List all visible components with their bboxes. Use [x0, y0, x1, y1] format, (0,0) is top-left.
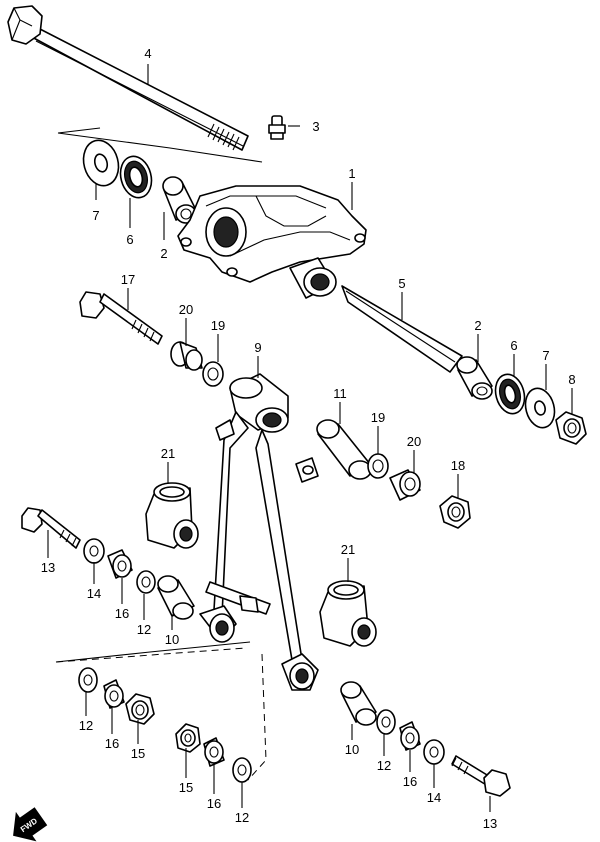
part-20-collar-top[interactable] — [170, 341, 203, 371]
part-12-washer-bottom-mid[interactable] — [232, 757, 252, 783]
part-2-bushing-right[interactable] — [456, 356, 493, 400]
callout-20-mid: 20 — [407, 434, 421, 449]
part-19-washer-top[interactable] — [202, 361, 224, 387]
part-5-spacer-tube[interactable] — [341, 285, 463, 373]
part-4-long-bolt[interactable] — [7, 5, 249, 151]
callout-14-bottom-right: 14 — [427, 790, 441, 805]
callout-labels: 4 3 1 7 6 2 5 17 20 19 2 6 7 8 9 11 19 2… — [41, 46, 576, 831]
part-9-cushion-rod[interactable] — [199, 373, 319, 691]
part-13-bolt-right[interactable] — [451, 755, 511, 797]
part-12-washer-bottom-right[interactable] — [376, 709, 396, 735]
part-15-nut-bottom-mid[interactable] — [175, 723, 201, 753]
callout-16-left: 16 — [115, 606, 129, 621]
callout-6-upper: 6 — [126, 232, 133, 247]
callout-15-bottom-left: 15 — [131, 746, 145, 761]
part-7-washer-right[interactable] — [521, 385, 558, 431]
callout-2-upper: 2 — [160, 246, 167, 261]
callout-16-bottom-right: 16 — [403, 774, 417, 789]
callout-14-left: 14 — [87, 586, 101, 601]
callout-8: 8 — [568, 372, 575, 387]
part-1-cushion-lever[interactable] — [177, 185, 367, 299]
part-8-nut-right[interactable] — [555, 411, 587, 445]
callout-20-upper: 20 — [179, 302, 193, 317]
callout-21-left: 21 — [161, 446, 175, 461]
part-16-collar-bottom-left[interactable] — [103, 679, 125, 709]
callout-11: 11 — [333, 386, 347, 401]
callout-12-bottom-left: 12 — [79, 718, 93, 733]
callout-19-upper: 19 — [211, 318, 225, 333]
callout-13-left: 13 — [41, 560, 55, 575]
part-6-seal-left[interactable] — [116, 153, 156, 201]
part-6-seal-right[interactable] — [491, 371, 528, 417]
callout-21-right: 21 — [341, 542, 355, 557]
callout-12-left: 12 — [137, 622, 151, 637]
part-16-collar-bottom-mid[interactable] — [203, 737, 225, 767]
callout-19-mid: 19 — [371, 410, 385, 425]
axis-plane-lower — [55, 641, 267, 781]
fwd-arrow-icon: FWD — [13, 807, 48, 842]
part-19-washer-mid[interactable] — [367, 453, 389, 479]
callout-18: 18 — [451, 458, 465, 473]
leader-lines — [47, 64, 573, 812]
callout-1: 1 — [348, 166, 355, 181]
part-21-housing-left[interactable] — [145, 482, 199, 549]
part-14-washer-bottom-right[interactable] — [423, 739, 445, 765]
callout-16-bottom-left: 16 — [105, 736, 119, 751]
part-10-spacer-left[interactable] — [157, 575, 195, 620]
part-18-nut[interactable] — [439, 495, 471, 529]
part-16-collar-bottom-right[interactable] — [399, 721, 421, 751]
callout-12-bottom-mid: 12 — [235, 810, 249, 825]
callout-6-right: 6 — [510, 338, 517, 353]
callout-10-right: 10 — [345, 742, 359, 757]
callout-2-right: 2 — [474, 318, 481, 333]
callout-15-bottom-mid: 15 — [179, 780, 193, 795]
callout-4: 4 — [144, 46, 151, 61]
callout-3: 3 — [312, 119, 319, 134]
part-21-housing-right[interactable] — [319, 580, 377, 647]
part-12-washer-bottom-left[interactable] — [78, 667, 98, 693]
part-12-washer-left[interactable] — [136, 570, 156, 594]
callout-5: 5 — [398, 276, 405, 291]
callout-12-bottom-right: 12 — [377, 758, 391, 773]
part-15-nut-bottom-left[interactable] — [125, 693, 155, 725]
part-13-bolt-left[interactable] — [21, 507, 81, 549]
part-10-spacer-right[interactable] — [340, 681, 377, 726]
part-16-collar-left[interactable] — [107, 549, 133, 579]
callout-7-upper: 7 — [92, 208, 99, 223]
axis-plane-upper — [57, 127, 263, 163]
part-3-grease-nipple[interactable] — [268, 115, 286, 140]
part-14-washer-left[interactable] — [83, 538, 105, 564]
callout-17: 17 — [121, 272, 135, 287]
callout-7-right: 7 — [542, 348, 549, 363]
callout-10-left: 10 — [165, 632, 179, 647]
callout-16-bottom-mid: 16 — [207, 796, 221, 811]
part-17-bolt[interactable] — [79, 291, 163, 345]
callout-13-right: 13 — [483, 816, 497, 831]
part-20-collar-mid[interactable] — [389, 469, 421, 501]
part-11-spacer[interactable] — [316, 419, 372, 480]
callout-9: 9 — [254, 340, 261, 355]
part-7-washer-left[interactable] — [79, 136, 124, 189]
